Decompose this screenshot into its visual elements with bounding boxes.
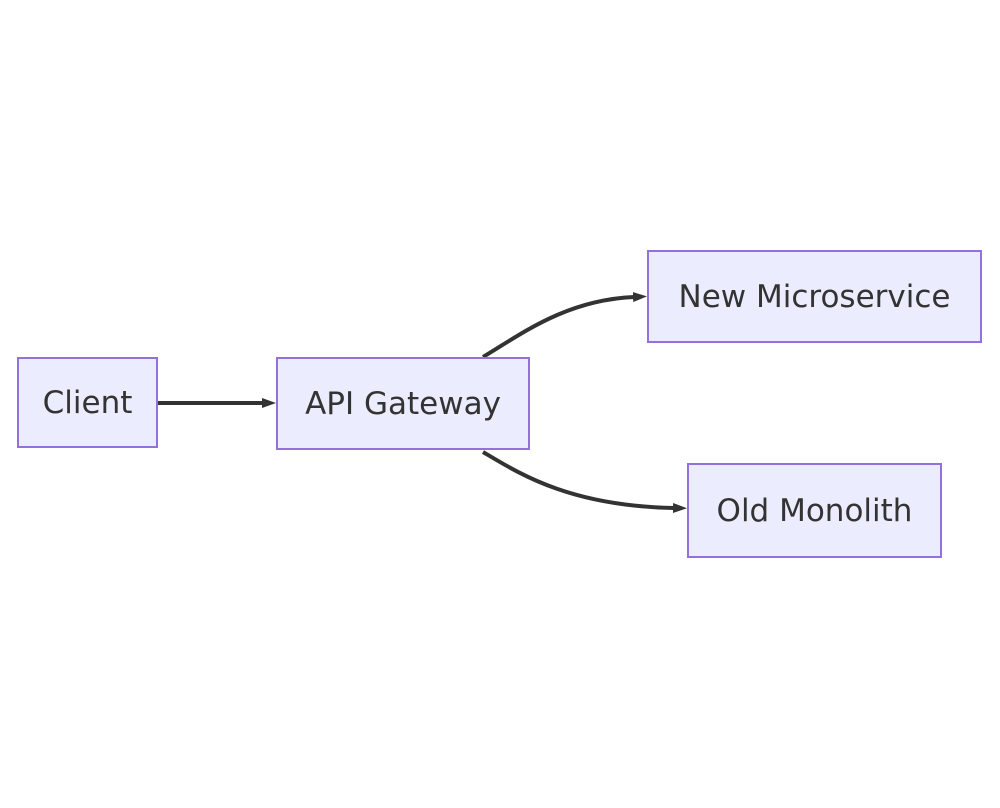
node-new-microservice-label: New Microservice (678, 278, 951, 315)
node-api-gateway: API Gateway (276, 357, 530, 450)
node-client-label: Client (42, 384, 133, 421)
node-client: Client (17, 357, 158, 448)
edge-api-gateway-to-old-monolith (481, 450, 687, 513)
node-new-microservice: New Microservice (647, 250, 982, 343)
node-old-monolith-label: Old Monolith (716, 492, 913, 529)
node-api-gateway-label: API Gateway (305, 385, 501, 422)
node-old-monolith: Old Monolith (687, 463, 942, 558)
edge-api-gateway-to-new-microservice (481, 292, 647, 359)
